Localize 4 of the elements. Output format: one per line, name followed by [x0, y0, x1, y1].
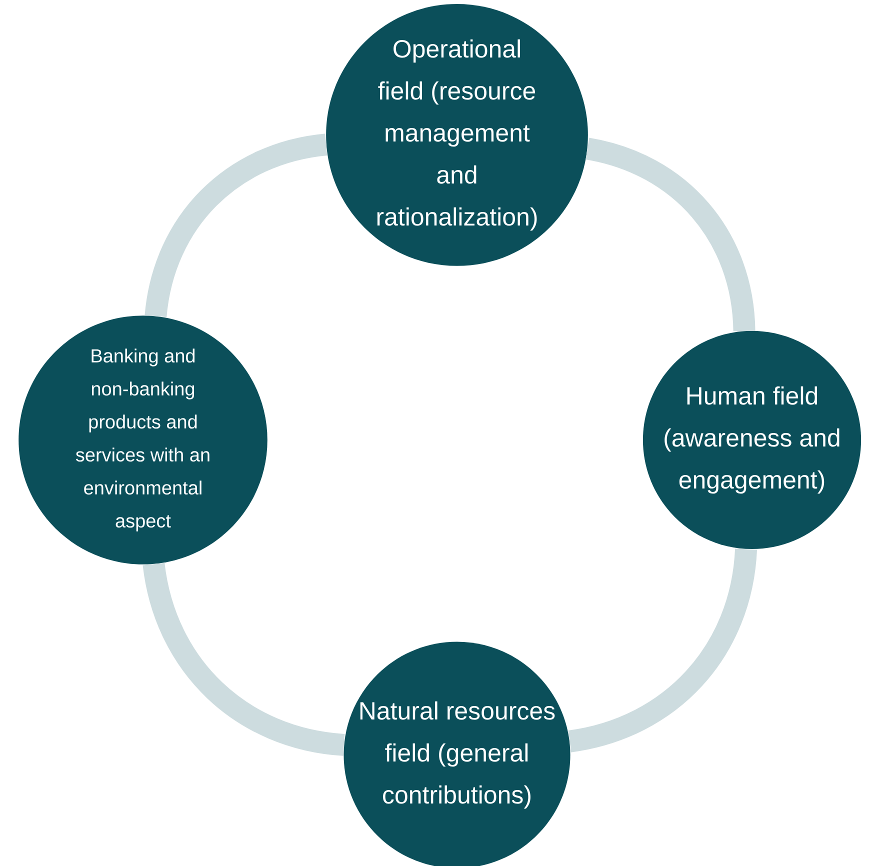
ring-arc	[568, 548, 757, 752]
ring-arc	[144, 134, 328, 318]
ring-arc	[585, 138, 756, 332]
ring-arc	[142, 562, 346, 756]
